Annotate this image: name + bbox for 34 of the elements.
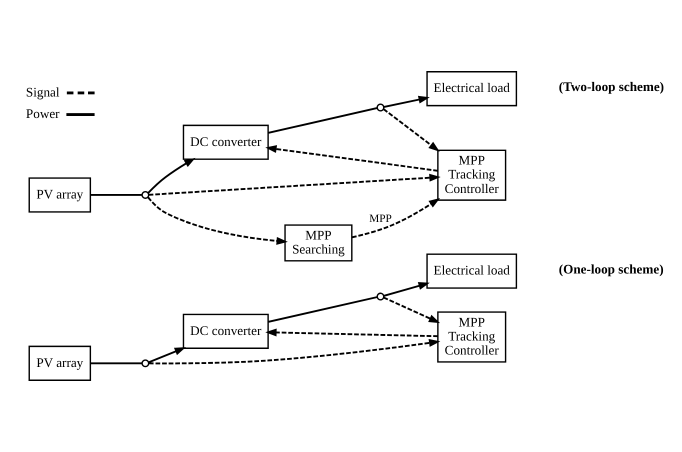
label: (Two-loop scheme): [558, 79, 664, 94]
arrow: [148, 174, 441, 196]
arrow: [383, 296, 440, 324]
connector: [90, 194, 142, 196]
node-box: PV array: [28, 177, 92, 213]
node-circle: [376, 104, 384, 112]
node-box: DC converter: [182, 124, 269, 160]
arrow: [384, 96, 430, 108]
node-box: Electrical load: [426, 254, 518, 289]
arrow: [265, 145, 438, 172]
legend-label: Signal: [26, 84, 60, 100]
node-box: PV array: [28, 346, 92, 381]
arrow: [384, 282, 430, 297]
node-box: MPP Searching: [284, 224, 353, 262]
label: (One-loop scheme): [558, 262, 664, 277]
arrow: [352, 198, 440, 238]
connector: [90, 362, 142, 364]
node-box: MPP Tracking Controller: [437, 150, 506, 201]
arrow: [147, 196, 288, 245]
connector: [268, 107, 378, 134]
arrow: [148, 339, 440, 364]
node-box: MPP Tracking Controller: [437, 311, 506, 363]
arrow: [148, 158, 196, 194]
node-circle: [141, 190, 150, 199]
arrow: [265, 328, 438, 338]
node-circle: [141, 359, 150, 368]
node-circle: [376, 292, 384, 301]
legend-label: Power: [26, 106, 60, 122]
arrow: [383, 108, 440, 152]
edge-label: MPP: [369, 212, 392, 225]
connector: [268, 296, 378, 323]
node-box: DC converter: [182, 314, 269, 349]
node-box: Electrical load: [426, 71, 518, 106]
arrow: [148, 347, 186, 364]
